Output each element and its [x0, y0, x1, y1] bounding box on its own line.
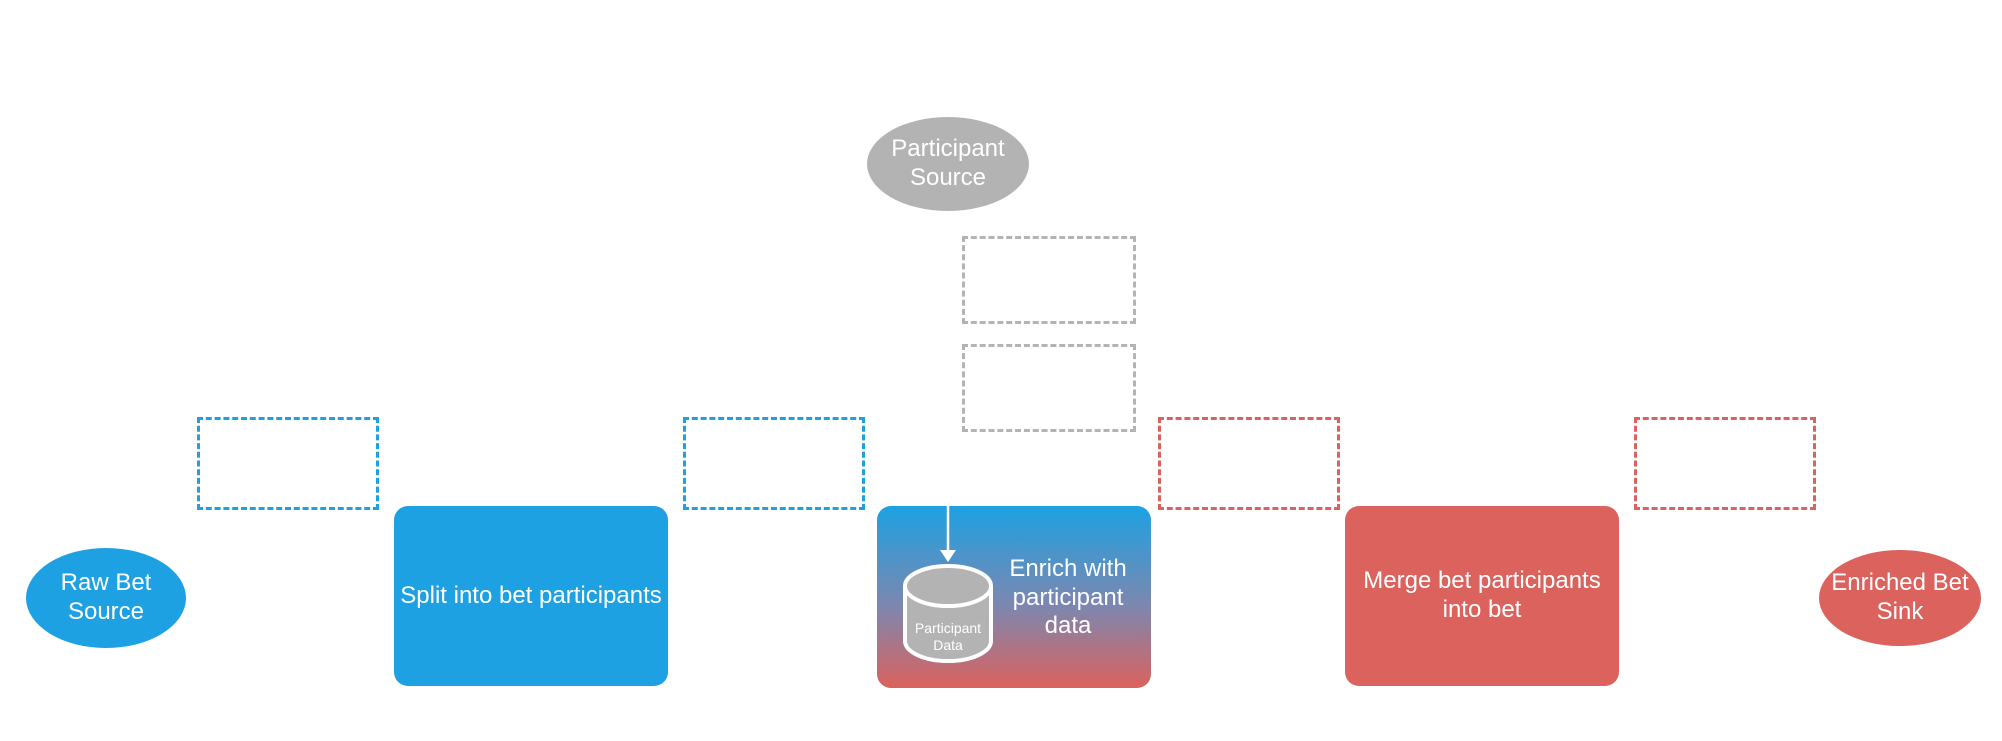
raw-bet-source-node: Raw Bet Source — [26, 548, 186, 648]
arrow-head-icon — [940, 550, 956, 562]
participant-source-label: Participant Source — [891, 135, 1005, 191]
queue-box-2 — [683, 417, 865, 510]
queue-box-4 — [1634, 417, 1816, 510]
enriched-bet-sink-label: Enriched Bet Sink — [1831, 569, 1969, 625]
participant-data-store — [903, 500, 993, 663]
queue-box-1 — [197, 417, 379, 510]
queue-box-3 — [1158, 417, 1340, 510]
participant-data-label-wrap: Participant Data — [905, 618, 991, 656]
enrich-label-wrap: Enrich with participant data — [1000, 555, 1136, 641]
participant-queue-box-2 — [962, 344, 1136, 432]
participant-source-node: Participant Source — [867, 117, 1029, 211]
merge-process-label: Merge bet participants into bet — [1363, 567, 1601, 623]
raw-bet-source-label: Raw Bet Source — [60, 569, 152, 625]
enrich-process-label: Enrich with participant data — [1009, 554, 1127, 640]
participant-queue-box-1 — [962, 236, 1136, 324]
split-process-box: Split into bet participants — [394, 506, 668, 686]
database-cylinder-icon — [903, 564, 993, 663]
split-process-label: Split into bet participants — [400, 581, 662, 609]
merge-process-box: Merge bet participants into bet — [1345, 506, 1619, 686]
participant-data-label: Participant Data — [914, 620, 982, 653]
enriched-bet-sink-node: Enriched Bet Sink — [1819, 550, 1981, 646]
